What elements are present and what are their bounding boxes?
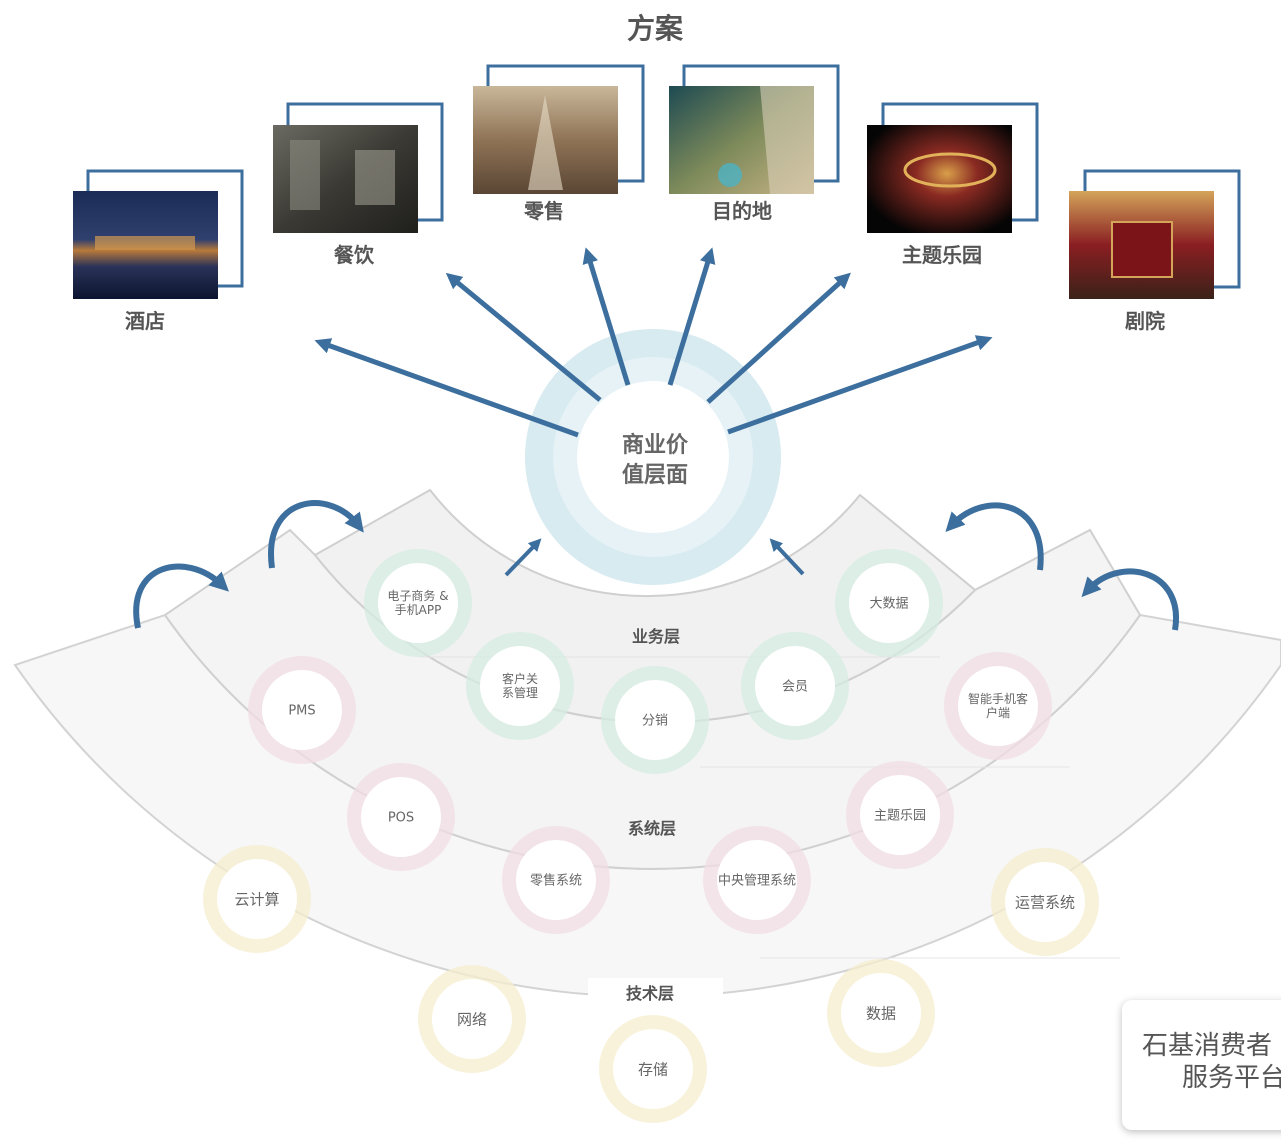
system-node-label: PMS bbox=[288, 704, 315, 719]
system-node-core bbox=[361, 777, 441, 857]
platform-card-text: 石基消费者 服务平台 bbox=[1142, 1030, 1281, 1094]
tech-label-box bbox=[588, 978, 723, 1008]
tech-node-core bbox=[841, 973, 921, 1053]
system-node-5: 主题乐园 bbox=[846, 761, 954, 869]
business-node-core bbox=[480, 646, 560, 726]
system-node-label: 主题乐园 bbox=[874, 809, 926, 824]
inward-arrows bbox=[504, 538, 805, 577]
system-node-3: 零售系统 bbox=[502, 826, 610, 934]
platform-card bbox=[1122, 1000, 1281, 1130]
business-node-core bbox=[849, 563, 929, 643]
business-node-5: 大数据 bbox=[835, 549, 943, 657]
business-node-core bbox=[378, 563, 458, 643]
solution-retail: 零售 bbox=[473, 64, 645, 223]
system-node-label: 零售系统 bbox=[530, 873, 582, 889]
system-node-core bbox=[516, 840, 596, 920]
business-node-label: 手机APP bbox=[395, 603, 442, 617]
system-node-label: 中央管理系统 bbox=[718, 874, 796, 889]
solution-label-destination: 目的地 bbox=[712, 199, 772, 223]
center-label-line1: 商业价 bbox=[622, 432, 689, 458]
platform-name-line2: 服务平台 bbox=[1182, 1063, 1281, 1093]
solution-theatre: 剧院 bbox=[1069, 169, 1241, 333]
system-node-label: POS bbox=[388, 811, 414, 826]
tech-node-label: 网络 bbox=[457, 1010, 487, 1028]
solution-destination: 目的地 bbox=[669, 64, 840, 223]
solution-label-theatre: 剧院 bbox=[1125, 309, 1165, 333]
layer-label-system: 系统层 bbox=[628, 819, 676, 838]
diagram-title: 方案 bbox=[627, 12, 684, 45]
business-node-label: 客户关 bbox=[502, 671, 538, 686]
solution-catering: 餐饮 bbox=[273, 102, 444, 267]
rotate-arrow-right-inner bbox=[945, 502, 1044, 571]
arrow-destination bbox=[667, 247, 716, 386]
arrow-up-left bbox=[504, 538, 542, 577]
tech-node-4: 数据 bbox=[827, 959, 935, 1067]
business-node-label: 会员 bbox=[782, 680, 808, 695]
arrow-retail bbox=[582, 247, 631, 386]
outward-arrows bbox=[314, 247, 993, 438]
tech-node-label: 运营系统 bbox=[1015, 893, 1075, 911]
system-node-core bbox=[860, 775, 940, 855]
business-node-core bbox=[615, 680, 695, 760]
tech-node-label: 云计算 bbox=[234, 890, 279, 908]
solution-label-retail: 零售 bbox=[523, 199, 564, 223]
layer-nodes: 电子商务 &手机APP客户关系管理分销会员大数据PMSPOS零售系统中央管理系统… bbox=[203, 549, 1099, 1123]
business-node-1: 电子商务 &手机APP bbox=[364, 549, 472, 657]
rotate-arrow-right-outer bbox=[1081, 568, 1180, 631]
layer-label-tech: 技术层 bbox=[626, 984, 674, 1003]
tech-node-5: 运营系统 bbox=[991, 848, 1099, 956]
system-node-2: POS bbox=[347, 763, 455, 871]
system-node-core bbox=[717, 840, 797, 920]
business-node-label: 系管理 bbox=[502, 685, 538, 700]
tech-node-3: 存储 bbox=[599, 1015, 707, 1123]
business-node-3: 分销 bbox=[601, 666, 709, 774]
tech-node-1: 云计算 bbox=[203, 845, 311, 953]
tech-node-label: 数据 bbox=[866, 1004, 896, 1022]
business-node-label: 分销 bbox=[642, 714, 668, 729]
business-node-4: 会员 bbox=[741, 632, 849, 740]
arrow-catering bbox=[445, 272, 602, 402]
rotate-arrow-left-outer bbox=[133, 563, 229, 629]
platform-name-line1: 石基消费者 bbox=[1142, 1031, 1273, 1061]
layer-label-business: 业务层 bbox=[632, 627, 680, 646]
center-label-line2: 值层面 bbox=[622, 462, 688, 488]
system-node-1: PMS bbox=[248, 656, 356, 764]
tech-node-2: 网络 bbox=[418, 965, 526, 1073]
system-node-label: 智能手机客 bbox=[968, 691, 1028, 706]
rotation-arrows bbox=[133, 500, 1180, 631]
system-node-core bbox=[262, 670, 342, 750]
arrow-hotel bbox=[314, 338, 579, 438]
solution-hotel: 酒店 bbox=[73, 169, 244, 333]
business-node-label: 大数据 bbox=[869, 597, 908, 612]
solution-label-catering: 餐饮 bbox=[334, 243, 375, 267]
rotate-arrow-left-inner bbox=[268, 500, 364, 569]
arrow-theatre bbox=[727, 335, 993, 435]
solution-label-theme-park: 主题乐园 bbox=[902, 243, 982, 267]
solution-theme-park: 主题乐园 bbox=[867, 102, 1039, 267]
solution-label-hotel: 酒店 bbox=[125, 309, 165, 333]
arrow-up-right bbox=[769, 538, 805, 576]
tech-node-core bbox=[1005, 862, 1085, 942]
arrow-theme-park bbox=[706, 272, 851, 404]
system-node-4: 中央管理系统 bbox=[703, 826, 811, 934]
tech-node-label: 存储 bbox=[638, 1060, 668, 1078]
tech-node-core bbox=[432, 979, 512, 1059]
business-node-core bbox=[755, 646, 835, 726]
business-node-label: 电子商务 & bbox=[387, 588, 448, 603]
tech-node-core bbox=[613, 1029, 693, 1109]
system-node-core bbox=[958, 666, 1038, 746]
system-node-label: 户端 bbox=[986, 705, 1010, 720]
tech-node-core bbox=[217, 859, 297, 939]
